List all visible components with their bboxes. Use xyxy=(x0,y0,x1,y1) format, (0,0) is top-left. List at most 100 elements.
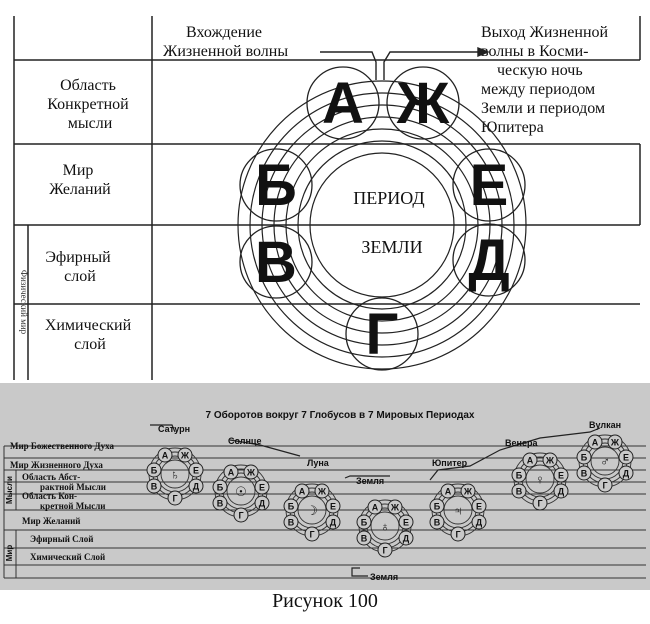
period-ring xyxy=(370,511,400,541)
mini-globe xyxy=(450,526,466,542)
mini-globe-letter: Г xyxy=(382,546,387,556)
mini-globe-letter: Е xyxy=(476,502,482,512)
mini-globe xyxy=(314,483,330,499)
period-symbol-icon: ☉ xyxy=(235,484,247,499)
mini-globe-letter: Ж xyxy=(545,456,555,466)
period-center-title: ПЕРИОД xyxy=(353,188,424,208)
mini-globe-letter: В xyxy=(581,469,588,479)
mini-globe xyxy=(471,498,487,514)
mind-side-label: Мысли xyxy=(5,476,14,504)
mini-globe-letter: А xyxy=(162,451,169,461)
period-symbol-icon: ♁ xyxy=(380,519,390,534)
row-concrete-thought-1: Область Кон- xyxy=(22,491,77,501)
lifewave-exit-label: Выход Жизненной волны в Косми- ческую но… xyxy=(481,24,612,136)
lifewave-arrows xyxy=(320,46,490,80)
mini-globe-letter: Е xyxy=(330,502,336,512)
lifewave-entry-label: Вхождение Жизненной волны xyxy=(163,24,288,60)
mini-globe-letter: В xyxy=(288,518,295,528)
mini-globe-letter: А xyxy=(592,438,599,448)
period-name: Юпитер xyxy=(432,458,468,468)
seven-periods-diagram: 7 Оборотов вокруг 7 Глобусов в 7 Мировых… xyxy=(0,383,650,590)
mini-globe-letter: Б xyxy=(434,502,441,512)
row-label-desire-world: Мир Желаний xyxy=(49,162,111,198)
period-symbol-icon: ♃ xyxy=(453,503,463,518)
mini-globe-letter: Б xyxy=(288,502,295,512)
mini-globe xyxy=(146,478,162,494)
globe-letter: В xyxy=(255,230,297,295)
mini-globe-letter: Б xyxy=(151,466,158,476)
row-label-chemical: Химический слой xyxy=(45,317,135,353)
mini-globe xyxy=(607,434,623,450)
mini-globe-letter: А xyxy=(372,503,379,513)
period-ring xyxy=(226,476,256,506)
mini-globe-letter: Г xyxy=(172,494,177,504)
mini-globe-letter: В xyxy=(151,482,158,492)
period-ring xyxy=(443,495,473,525)
mini-globe-letter: Ж xyxy=(180,451,190,461)
mini-globe xyxy=(553,483,569,499)
mini-globe xyxy=(367,499,383,515)
row-divine-spirit: Мир Божественного Духа xyxy=(10,441,115,451)
globe-letter: Г xyxy=(366,302,399,367)
mini-globe xyxy=(398,530,414,546)
mini-globe xyxy=(283,498,299,514)
mini-globe xyxy=(511,467,527,483)
mini-globe xyxy=(429,498,445,514)
mini-globe xyxy=(356,530,372,546)
globe-letter: А xyxy=(322,71,364,136)
mini-globe-letter: Ж xyxy=(390,503,400,513)
globe-letter: Ж xyxy=(396,71,450,136)
mini-globe xyxy=(440,483,456,499)
mini-globe-letter: Е xyxy=(403,518,409,528)
mini-globe xyxy=(587,434,603,450)
period-earth-diagram: Область Конкретной мысли Мир Желаний Эфи… xyxy=(13,16,641,380)
mini-globe-letter: Г xyxy=(309,530,314,540)
period-ring xyxy=(285,128,479,322)
row-concrete-thought-2: кретной Мысли xyxy=(40,501,105,511)
mini-globe xyxy=(471,514,487,530)
period-ring xyxy=(237,80,527,370)
mini-globe-letter: Д xyxy=(623,469,630,479)
period-ring xyxy=(249,92,515,358)
period-ring xyxy=(309,152,455,298)
mini-globe-letter: Д xyxy=(193,482,200,492)
mini-globe xyxy=(532,495,548,511)
mini-globe xyxy=(325,498,341,514)
mini-globe xyxy=(294,483,310,499)
mini-globe-letter: А xyxy=(445,487,452,497)
row-label-etheric: Эфирный слой xyxy=(45,249,114,285)
mini-globe xyxy=(212,479,228,495)
mini-globe-letter: Г xyxy=(238,511,243,521)
mini-globe xyxy=(177,447,193,463)
mini-globe xyxy=(576,449,592,465)
earth-bottom-label: Земля xyxy=(370,572,398,582)
mini-globe-letter: В xyxy=(434,518,441,528)
period-center-subtitle: ЗЕМЛИ xyxy=(361,237,422,257)
mini-globe-letter: А xyxy=(527,456,534,466)
mini-globe xyxy=(243,464,259,480)
world-side-label: Мир xyxy=(5,545,14,562)
bottom-title: 7 Оборотов вокруг 7 Глобусов в 7 Мировых… xyxy=(205,409,474,421)
mini-globe xyxy=(522,452,538,468)
mini-globe xyxy=(212,495,228,511)
mini-globe xyxy=(167,490,183,506)
mini-globe-letter: Д xyxy=(476,518,483,528)
row-abstract-thought-1: Область Абст- xyxy=(22,472,80,482)
mini-globe xyxy=(233,507,249,523)
mini-globe xyxy=(398,514,414,530)
period-symbol-icon: ♄ xyxy=(170,467,180,482)
mini-globe-letter: Ж xyxy=(610,438,620,448)
mini-globe xyxy=(188,462,204,478)
period-name: Вулкан xyxy=(589,420,621,430)
period-symbol-icon: ☽ xyxy=(306,503,318,518)
period-ring xyxy=(590,446,620,476)
period-ring xyxy=(160,459,190,489)
mini-globe xyxy=(618,449,634,465)
